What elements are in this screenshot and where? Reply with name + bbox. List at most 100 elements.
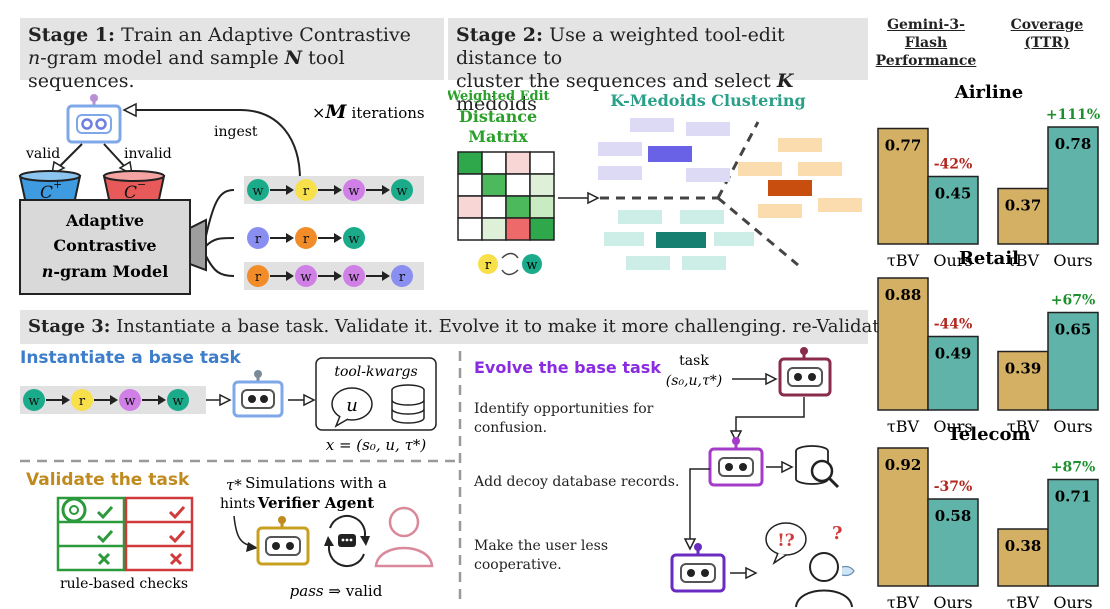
coverage-header-2: (TTR) (1024, 35, 1070, 51)
tick-label: Ours (933, 417, 972, 436)
model-line3: n-gram Model (42, 262, 169, 281)
tool-node (247, 179, 269, 201)
evolve-step-2: Add decoy database records. (474, 474, 680, 490)
bar-value-label: 0.78 (1055, 135, 1092, 153)
coverage-header-1: Coverage (1010, 17, 1084, 33)
cluster-teal (604, 210, 754, 270)
sampler-funnel-icon (189, 218, 207, 272)
matrix-title-1: Weighted Edit (448, 89, 550, 104)
sequence-arrowhead (334, 185, 342, 195)
tick-label: τBV (887, 417, 920, 436)
tool-kwargs-label: tool-kwargs (334, 364, 417, 380)
bar-baseline (877, 127, 929, 245)
tool-node (71, 389, 93, 411)
tool-node-label: w (348, 184, 359, 199)
change-label: -37% (934, 479, 973, 495)
evolver-robot-icon-3 (670, 543, 726, 593)
ingest-label: ingest (214, 124, 258, 140)
bar-value-label: 0.92 (885, 456, 922, 474)
evolve-step-3: Make the user less cooperative. (474, 537, 608, 575)
ngram-model-box (19, 199, 191, 295)
chart-panel-telecom: Telecom0.92τBV0.58Ours-37%0.38τBV0.71Our… (877, 424, 1099, 609)
matrix-cell (457, 195, 483, 219)
verifier-agent-label: Verifier Agent (257, 494, 375, 512)
stage3-prefix: Stage 3: (28, 316, 111, 337)
sequence-arrowhead (334, 233, 342, 243)
tool-node-label: w (124, 394, 135, 409)
bar-value-label: 0.58 (935, 507, 972, 525)
bar-value-label: 0.77 (885, 137, 922, 155)
tick-label: Ours (1053, 593, 1092, 609)
stage2-line1: Use a weighted tool-edit distance to (456, 24, 785, 69)
task-formula: (s₀,u,τ*) (666, 373, 722, 389)
stage1-line2: -gram model and sample (40, 47, 285, 69)
valid-label: valid (25, 146, 60, 162)
tool-node (247, 227, 269, 249)
tool-node (167, 389, 189, 411)
change-label: -44% (934, 317, 973, 333)
tick-label: Ours (1053, 251, 1092, 270)
stage2-line2: cluster the sequences and select (456, 70, 777, 92)
tick-label: τBV (1007, 251, 1040, 270)
tool-node (247, 265, 269, 287)
bar-value-label: 0.65 (1055, 321, 1092, 339)
simulations-label: Simulations with a (245, 474, 387, 492)
cluster-orange (738, 138, 862, 218)
matrix-cell (529, 195, 555, 219)
bar-ours (927, 335, 979, 411)
bar-baseline (877, 277, 929, 411)
distance-matrix (457, 151, 555, 241)
evolve-diagram: task (s₀,u,τ*) !? (666, 347, 855, 608)
matrix-cell (505, 195, 531, 219)
evolver-robot-icon (778, 347, 832, 397)
verifier-robot-icon (256, 516, 310, 566)
svg-text:C: C (124, 183, 137, 203)
tool-node-label: w (28, 394, 39, 409)
matrix-title-2: Distance (459, 107, 537, 126)
chart-title: Retail (959, 248, 1019, 269)
node-swap-icon: r w (478, 252, 542, 276)
svg-text:C: C (40, 183, 53, 203)
bar-value-label: 0.39 (1005, 360, 1042, 378)
matrix-cell (505, 151, 531, 175)
performance-header: Gemini-3-Flash Performance (872, 16, 980, 70)
tool-node (391, 265, 413, 287)
tool-node (343, 227, 365, 249)
matrix-cell (529, 217, 555, 241)
coverage-header: Coverage (TTR) (992, 16, 1102, 52)
sequence-arrowhead (286, 185, 294, 195)
matrix-cell (529, 151, 555, 175)
tick-label: τBV (887, 251, 920, 270)
stage2-K: K (776, 70, 794, 92)
tool-node-label: w (172, 394, 183, 409)
change-label: -42% (934, 157, 973, 173)
matrix-cell (529, 173, 555, 197)
model-line1: Adaptive (65, 211, 144, 230)
stage3-dividers (20, 351, 462, 605)
matrix-cell (481, 195, 507, 219)
model-line2: Contrastive (53, 236, 156, 255)
tool-node-label: w (300, 270, 311, 285)
stage2-heading: Stage 2: Use a weighted tool-edit distan… (456, 24, 866, 116)
performance-header-2: Performance (875, 53, 977, 69)
bar-value-label: 0.45 (935, 185, 972, 203)
evolve-step-3a: Make the user less (474, 538, 609, 554)
change-label: +111% (1046, 107, 1100, 123)
tick-label: τBV (1007, 417, 1040, 436)
bar-value-label: 0.37 (1005, 197, 1042, 215)
svg-text:u: u (346, 395, 358, 416)
tick-label: τBV (887, 593, 920, 609)
stage1-diagram: valid invalid C + C − Adaptive Contrasti… (18, 94, 425, 295)
rule-based-checks-label: rule-based checks (60, 576, 188, 592)
instantiate-title: Instantiate a base task (20, 348, 241, 368)
matrix-cell (457, 151, 483, 175)
performance-header-1: Gemini-3-Flash (887, 17, 965, 51)
sequence-arrowhead (334, 271, 342, 281)
tick-label: Ours (1053, 417, 1092, 436)
tool-node (295, 265, 317, 287)
matrix-cell (481, 217, 507, 241)
matrix-title-3: Matrix (468, 127, 528, 146)
bar-value-label: 0.49 (935, 345, 972, 363)
